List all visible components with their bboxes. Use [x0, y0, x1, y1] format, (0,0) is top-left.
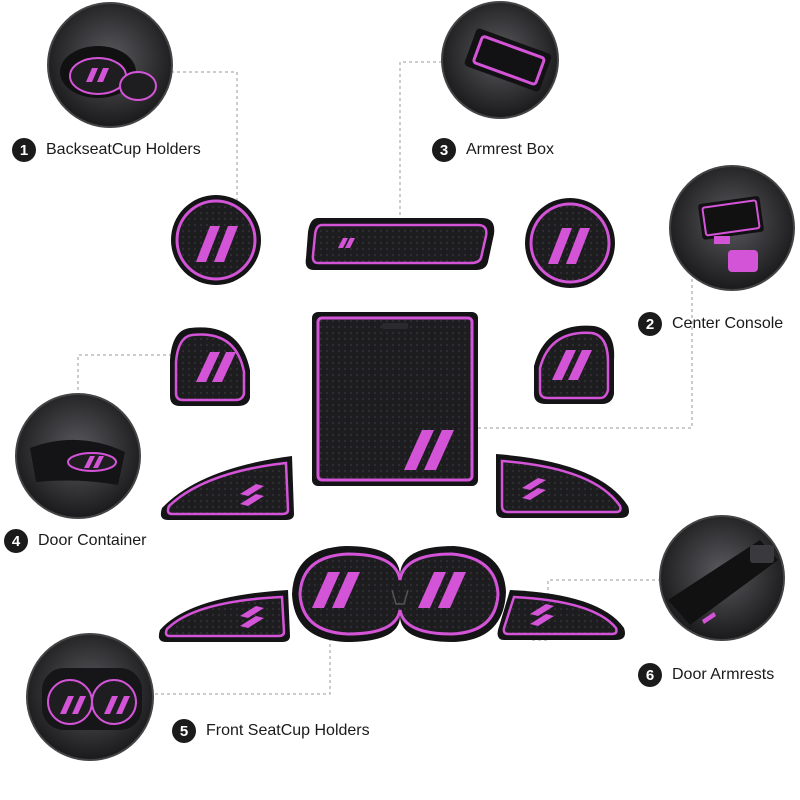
callout-label: Door Container: [38, 532, 147, 549]
callout-label: BackseatCup Holders: [46, 141, 201, 158]
mat-door-container-left: [170, 327, 250, 406]
callout-number-badge: 2: [638, 312, 662, 336]
callout-number-badge: 6: [638, 663, 662, 687]
mat-door-container-right: [534, 325, 615, 404]
photo-center-console: [669, 165, 795, 291]
photo-door-container: [15, 393, 141, 519]
photo-front-seat-cup-holders: [26, 633, 154, 761]
mat-door-armrest-left-lower: [158, 590, 290, 642]
mat-center-console: [312, 312, 478, 486]
callout-label: Center Console: [672, 315, 784, 332]
callout-label: Armrest Box: [466, 141, 555, 158]
photo-armrest-box: [441, 1, 559, 119]
mat-front-seat-cup-holders: [292, 546, 506, 642]
photo-door-armrests: [659, 515, 785, 641]
callout-front-seat-cup-holders: 5 Front SeatCup Holders: [172, 717, 370, 745]
callout-label: Front SeatCup Holders: [206, 722, 370, 739]
callout-number-badge: 1: [12, 138, 36, 162]
mat-backseat-cup-left: [171, 195, 261, 285]
callout-center-console: 2 Center Console: [638, 310, 783, 338]
mat-door-armrest-right-upper: [496, 454, 629, 518]
callout-door-armrests: 6 Door Armrests: [638, 661, 774, 689]
photo-backseat-cup-holders: [47, 2, 173, 128]
callout-armrest-box: 3 Armrest Box: [432, 136, 554, 164]
callout-number-badge: 3: [432, 138, 456, 162]
mat-door-armrest-left-upper: [160, 456, 294, 520]
mat-backseat-cup-right: [525, 198, 615, 288]
callout-number-badge: 5: [172, 719, 196, 743]
mat-door-armrest-right-lower: [497, 590, 625, 640]
callout-number-badge: 4: [4, 529, 28, 553]
callout-door-container: 4 Door Container: [4, 527, 147, 555]
callout-label: Door Armrests: [672, 666, 775, 683]
mat-armrest-box: [305, 218, 495, 270]
callout-backseat-cup-holders: 1 BackseatCup Holders: [12, 136, 201, 164]
